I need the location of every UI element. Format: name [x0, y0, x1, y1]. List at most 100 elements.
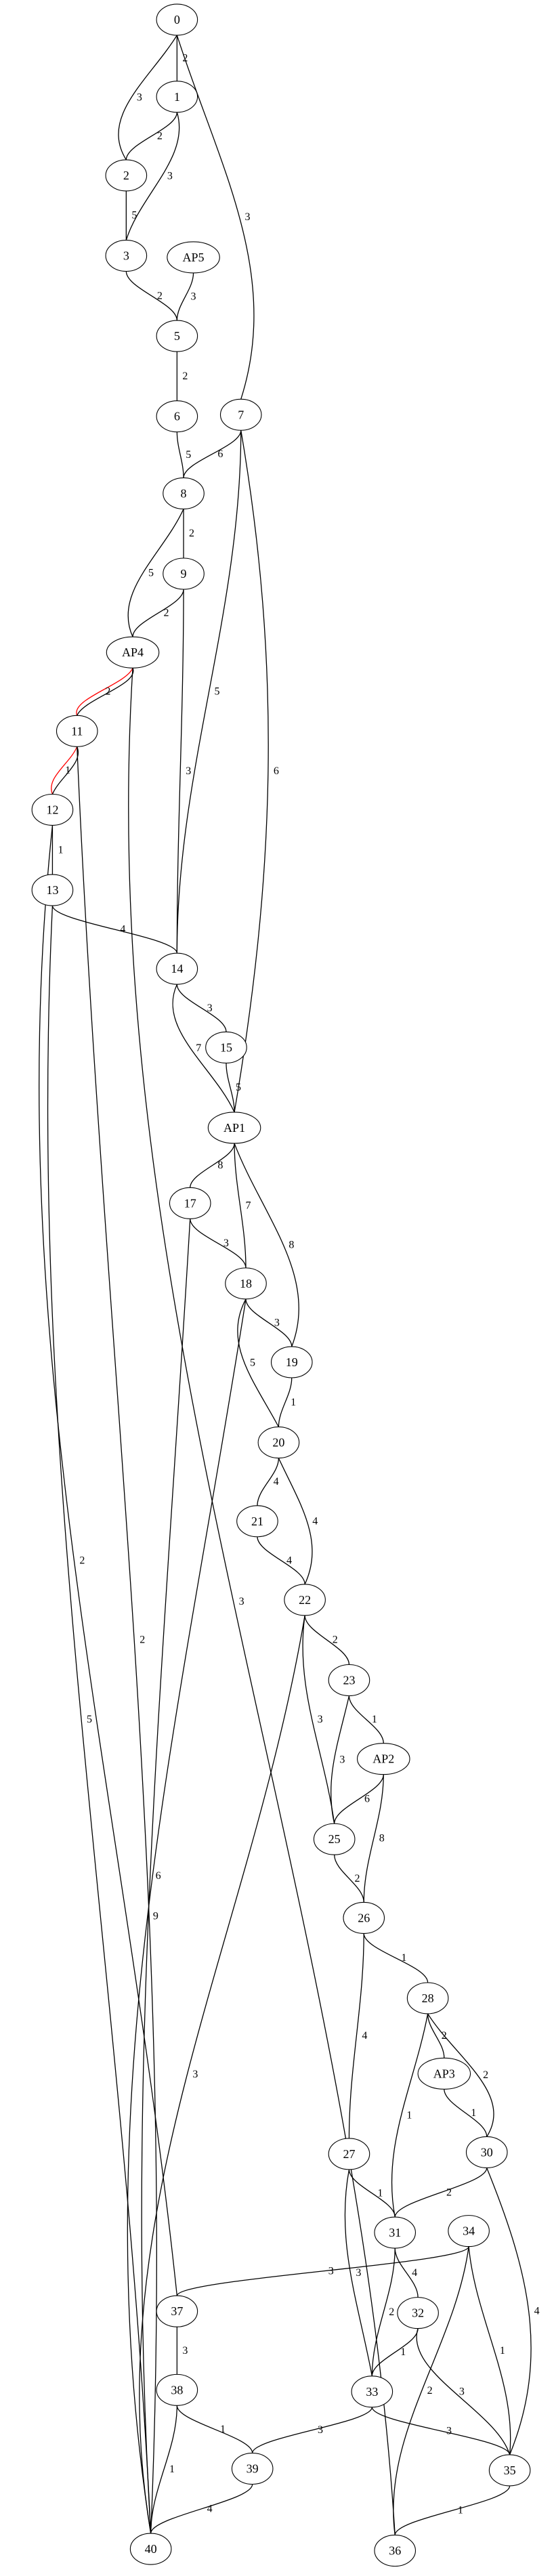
node-shape	[106, 636, 160, 669]
edge-38-40	[150, 2405, 178, 2534]
node-19: 19	[270, 1346, 313, 1378]
node-shape	[231, 2452, 274, 2485]
node-15: 15	[205, 1031, 247, 1063]
node-shape	[374, 2534, 417, 2567]
edge-weight-20-22: 4	[312, 1515, 318, 1527]
node-33: 33	[351, 2376, 393, 2408]
node-label: 22	[299, 1593, 311, 1607]
node-shape	[397, 2297, 439, 2329]
edge-20-22	[278, 1458, 313, 1585]
edge-weight-15-ap1: 5	[236, 1082, 241, 1093]
edge-15-ap1	[226, 1063, 235, 1112]
node-label: 0	[174, 13, 180, 26]
node-label: 8	[181, 486, 187, 500]
node-3: 3	[105, 239, 148, 272]
edge-weight-ap1-19: 8	[289, 1239, 294, 1250]
node-35: 35	[488, 2454, 531, 2487]
edge-14-15	[176, 984, 227, 1032]
node-shape	[31, 793, 74, 826]
edge-weight-ap3-30: 1	[471, 2107, 476, 2119]
edge-line	[118, 35, 177, 161]
edge-weight-31-32: 4	[412, 2267, 417, 2279]
edge-line	[278, 1458, 313, 1585]
node-2: 2	[105, 159, 148, 192]
node-shape	[270, 1346, 313, 1378]
edge-line	[394, 2485, 511, 2535]
edge-weight-27-33: 3	[356, 2267, 361, 2279]
edge-28-30	[427, 2013, 494, 2137]
edge-line	[176, 984, 227, 1032]
node-shape	[156, 400, 198, 433]
edge-21-22	[257, 1536, 305, 1585]
node-label: 36	[389, 2544, 401, 2558]
edge-19-20	[278, 1378, 293, 1427]
edge-line	[125, 112, 180, 240]
node-36: 36	[374, 2534, 417, 2567]
edge-line	[278, 1378, 293, 1427]
node-5: 5	[156, 320, 198, 352]
node-label: 18	[240, 1277, 252, 1290]
edge-weight-3-5: 2	[157, 290, 163, 301]
edge-weight-21-22: 4	[286, 1555, 292, 1566]
edge-line	[245, 1298, 293, 1347]
node-14: 14	[156, 952, 198, 985]
edge-30-35	[486, 2168, 532, 2455]
edge-line	[51, 746, 79, 795]
edge-weight-13-14: 4	[120, 924, 125, 935]
edge-line	[391, 2013, 429, 2218]
edge-weight-31-33: 2	[389, 2306, 394, 2318]
edge-line	[176, 2405, 253, 2453]
edge-weight-8-ap4: 5	[148, 567, 154, 578]
node-20: 20	[257, 1427, 300, 1459]
edge-18-19	[245, 1298, 293, 1347]
edge-line	[348, 1695, 384, 1744]
edge-weight-33-35: 3	[446, 2425, 452, 2436]
edge-line	[76, 667, 133, 716]
node-30: 30	[465, 2136, 508, 2168]
node-label: 17	[184, 1196, 196, 1210]
edge-line	[125, 271, 178, 321]
edge-line	[176, 35, 255, 400]
edge-22-40	[139, 1615, 305, 2534]
node-shape	[56, 715, 98, 747]
edge-line	[176, 2246, 469, 2296]
node-label: 38	[171, 2383, 183, 2396]
edge-33-35	[371, 2407, 511, 2455]
edge-line	[371, 2328, 419, 2376]
node-13: 13	[31, 874, 74, 906]
edge-line	[141, 1219, 191, 2534]
node-31: 31	[374, 2216, 417, 2249]
node-label: 37	[171, 2304, 183, 2318]
node-22: 22	[284, 1584, 326, 1616]
edge-weight-12-13: 1	[58, 844, 63, 856]
edge-line	[150, 2484, 253, 2534]
edge-ap4-11	[76, 667, 133, 716]
node-37: 37	[156, 2295, 198, 2327]
node-23: 23	[328, 1664, 370, 1697]
edge-weight-34-35: 1	[500, 2345, 505, 2357]
edge-weight-12-37: 2	[79, 1555, 85, 1566]
node-label: 1	[174, 90, 180, 104]
edge-weight-14-ap1: 7	[196, 1042, 201, 1054]
edge-weight-27-31: 1	[377, 2187, 383, 2199]
edge-line	[234, 430, 269, 1113]
edge-weight-17-18: 3	[223, 1238, 229, 1249]
node-shape	[163, 557, 205, 590]
node-label: 12	[46, 803, 58, 816]
edge-32-33	[371, 2328, 419, 2376]
edge-line	[125, 112, 178, 161]
edge-weight-37-38: 3	[182, 2345, 188, 2357]
node-shape	[284, 1584, 326, 1616]
edge-18-20	[237, 1298, 279, 1427]
node-label: 15	[220, 1040, 232, 1054]
node-shape	[448, 2215, 490, 2247]
edge-weight-ap2-26: 8	[379, 1833, 385, 1844]
edge-weight-22-40: 3	[192, 2069, 198, 2080]
edge-line	[427, 2013, 445, 2058]
edge-7-8	[183, 430, 242, 478]
edge-weight-22-23: 2	[333, 1634, 338, 1646]
edge-weight-11-40: 2	[140, 1634, 145, 1646]
edge-weight-39-40: 4	[207, 2503, 213, 2514]
node-28: 28	[406, 1982, 449, 2014]
